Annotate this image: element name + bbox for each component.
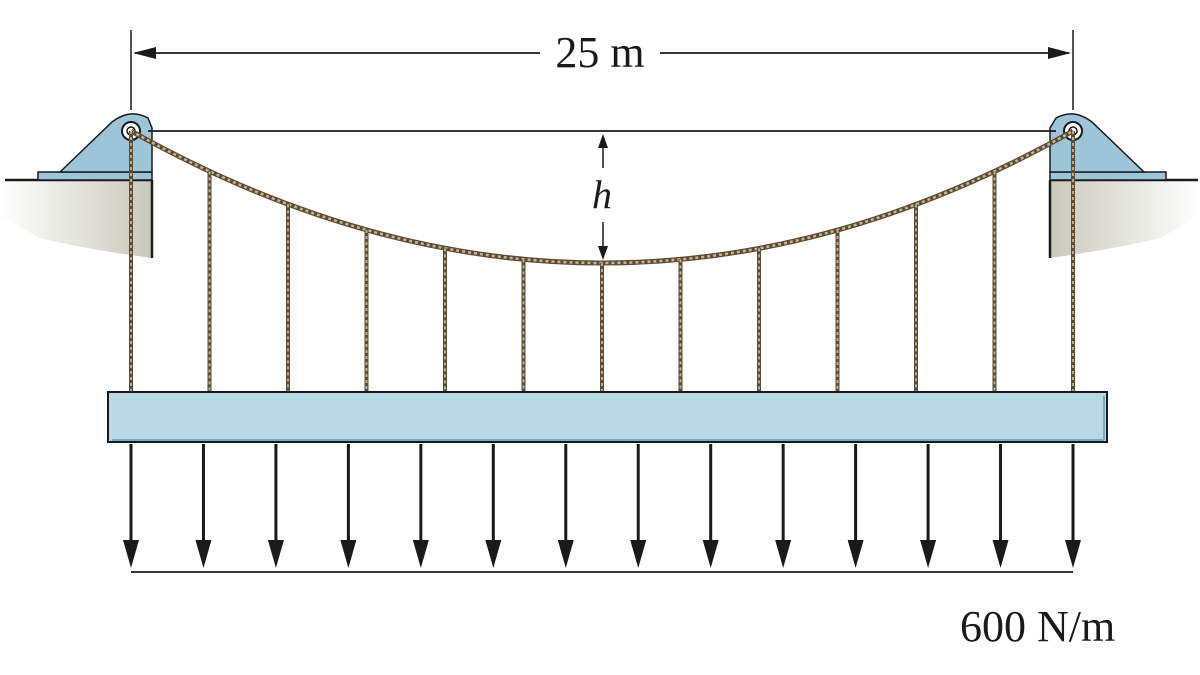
sag-label: h <box>592 172 612 217</box>
support-left <box>37 113 153 181</box>
main-cable <box>129 128 1075 266</box>
load-arrowhead <box>775 540 792 568</box>
load-arrowhead <box>195 540 212 568</box>
distributed-load <box>123 444 1081 568</box>
hangers <box>129 131 1075 392</box>
span-label: 25 m <box>540 26 660 80</box>
bridge-deck <box>107 391 1108 443</box>
load-arrowhead <box>340 540 357 568</box>
load-arrowhead <box>412 540 429 568</box>
load-arrowhead <box>557 540 574 568</box>
ground-right <box>1050 180 1200 258</box>
load-arrowhead <box>992 540 1009 568</box>
support-right <box>1049 113 1167 181</box>
load-arrowhead <box>1065 540 1081 568</box>
load-arrowhead <box>123 540 139 568</box>
load-arrowhead <box>847 540 864 568</box>
load-arrowhead <box>485 540 502 568</box>
load-arrowhead <box>267 540 284 568</box>
load-label: 600 N/m <box>960 602 1116 651</box>
ground-left <box>0 180 152 258</box>
load-arrowhead <box>630 540 647 568</box>
load-arrowhead <box>702 540 719 568</box>
load-arrowhead <box>920 540 937 568</box>
sag-dimension <box>598 134 608 260</box>
